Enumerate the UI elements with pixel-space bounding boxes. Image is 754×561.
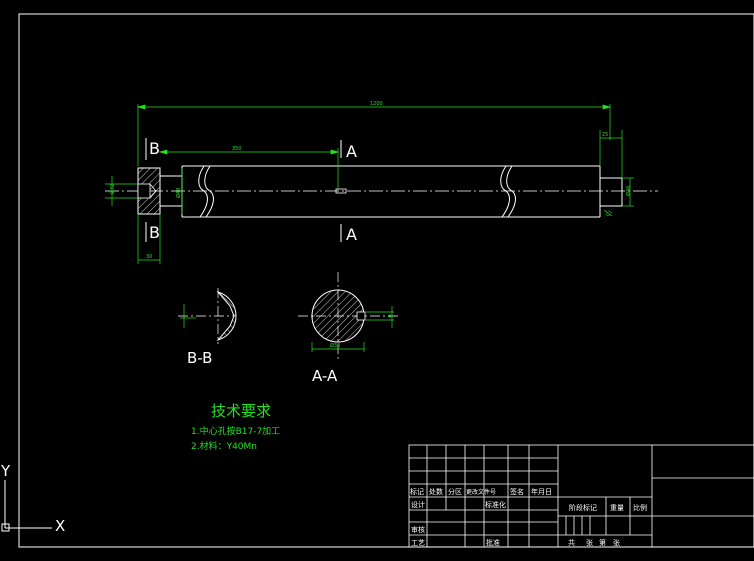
ucs-x-label: X	[55, 517, 65, 535]
requirements-line-2: 2.材料：Y40Mn	[191, 440, 257, 452]
tb-review: 审核	[411, 525, 425, 534]
tb-count: 处数	[429, 487, 443, 496]
title-block	[408, 444, 754, 548]
technical-requirements: 技术要求 1.中心孔按B17-7加工 2.材料：Y40Mn	[191, 402, 280, 452]
tb-sheets-total: 共	[568, 538, 575, 547]
break-line-left	[198, 165, 208, 218]
dim-aa-right: 4	[388, 314, 391, 320]
tb-zone: 分区	[448, 487, 462, 496]
section-bb-view: B-B	[178, 288, 237, 367]
break-line-right	[500, 165, 510, 218]
tb-stage-mark: 阶段标记	[569, 503, 597, 512]
tb-scale: 比例	[633, 503, 647, 512]
ucs-y-label: Y	[0, 462, 11, 480]
main-view: A A B B	[105, 138, 658, 244]
ucs-icon: Y X	[0, 462, 65, 535]
dim-end-length: 25	[602, 132, 608, 138]
tb-signature: 签名	[510, 487, 524, 496]
section-aa-view: Ø30 4 A-A	[298, 272, 398, 385]
tb-mark: 标记	[410, 487, 424, 496]
bb-section-shape	[216, 291, 237, 341]
tb-process: 工艺	[411, 539, 425, 547]
tb-change-doc: 更改文件号	[466, 488, 496, 496]
tb-sheet-unit: 张	[613, 538, 620, 547]
dim-overall-length: 1200	[370, 101, 383, 107]
dim-left-dia-1: Ø32	[109, 184, 116, 194]
dim-aa-width: Ø30	[330, 342, 340, 349]
dim-left-dia-2: Ø40	[175, 188, 182, 198]
tb-sheet-no: 第	[599, 538, 606, 547]
section-a-top-label: A	[346, 142, 357, 161]
requirements-line-1: 1.中心孔按B17-7加工	[191, 425, 280, 437]
section-b-top-label: B	[149, 139, 160, 158]
section-bb-label: B-B	[187, 349, 212, 367]
aa-section-circle	[311, 289, 365, 343]
tb-standardize: 标准化	[485, 500, 506, 509]
tb-approve: 批准	[486, 538, 500, 547]
dim-right-dia: Ø36	[625, 186, 632, 196]
drawing-border	[18, 13, 754, 548]
title-block-text: 标记 处数 分区 更改文件号 签名 年月日 设计 标准化 审核 工艺 批准 阶段…	[410, 487, 647, 547]
tb-design: 设计	[411, 500, 425, 509]
center-hole	[137, 183, 151, 199]
dimensions: 1200 350 25 30 Ø32 Ø40 Ø36 C1	[105, 101, 634, 264]
dim-offset-length: 350	[232, 146, 242, 152]
right-end	[599, 177, 623, 207]
dim-b-width: 30	[146, 254, 152, 260]
tb-date: 年月日	[531, 487, 552, 496]
section-b-bottom-label: B	[149, 223, 160, 242]
requirements-title: 技术要求	[211, 402, 271, 420]
tb-sheet: 张	[586, 538, 593, 547]
section-aa-label: A-A	[312, 367, 338, 385]
tb-weight: 重量	[610, 504, 624, 512]
dim-chamfer: C1	[605, 209, 614, 218]
section-a-bottom-label: A	[346, 225, 357, 244]
